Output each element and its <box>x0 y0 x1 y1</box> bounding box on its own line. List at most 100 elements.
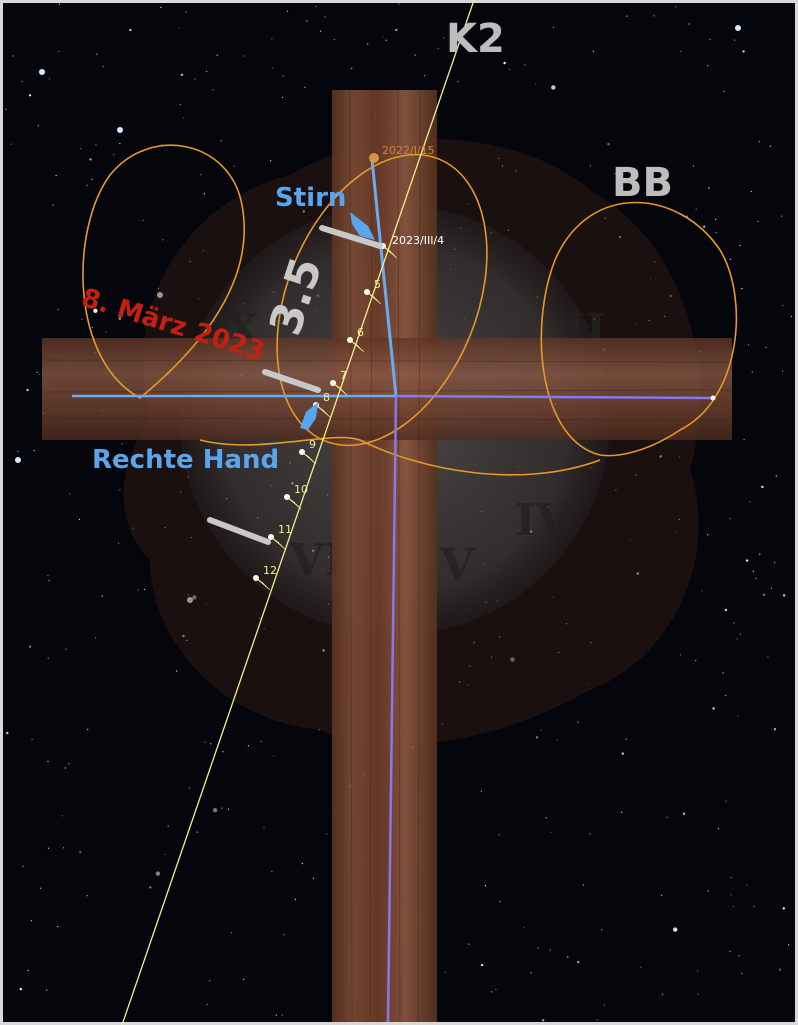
star <box>673 927 677 931</box>
star <box>523 927 524 928</box>
star <box>481 964 483 966</box>
star <box>553 27 554 28</box>
star <box>723 91 724 92</box>
svg-text:V: V <box>439 540 475 591</box>
star <box>31 920 32 921</box>
star <box>722 672 723 673</box>
star <box>696 208 697 209</box>
star <box>640 967 641 968</box>
star <box>741 288 742 289</box>
star <box>79 519 80 520</box>
comet-position-label: 9 <box>309 438 316 451</box>
star <box>80 148 81 149</box>
star <box>749 501 750 502</box>
star <box>186 11 187 12</box>
comet-position-label: 7 <box>340 369 347 382</box>
label-comet: K2 <box>446 16 505 62</box>
star <box>500 901 501 902</box>
star <box>231 932 232 933</box>
star <box>495 989 496 990</box>
star <box>770 146 771 147</box>
star <box>204 193 205 194</box>
star <box>703 226 705 228</box>
star <box>106 332 107 333</box>
star <box>48 848 49 849</box>
star <box>195 78 196 79</box>
star <box>737 638 738 639</box>
star <box>334 39 335 40</box>
star <box>597 1019 598 1020</box>
star <box>621 812 622 813</box>
star <box>776 476 777 477</box>
star <box>306 21 307 22</box>
star <box>601 929 602 930</box>
star <box>708 890 709 891</box>
star <box>551 85 555 89</box>
star <box>168 826 169 827</box>
star <box>13 55 14 56</box>
star <box>733 906 734 907</box>
star <box>31 739 32 740</box>
bright-star <box>15 457 21 463</box>
star <box>791 316 792 317</box>
star <box>270 160 271 161</box>
star <box>748 344 749 345</box>
comet-position-label: 10 <box>294 483 308 496</box>
bright-star <box>117 127 123 133</box>
star <box>138 589 139 590</box>
star <box>738 955 739 956</box>
star <box>40 888 41 889</box>
star <box>680 654 681 655</box>
star <box>774 728 776 730</box>
star <box>143 220 144 221</box>
star <box>680 51 681 52</box>
star <box>29 94 31 96</box>
star <box>758 221 759 222</box>
star <box>5 109 6 110</box>
star <box>531 972 532 973</box>
star <box>48 658 49 659</box>
star <box>737 716 738 717</box>
star <box>96 54 97 55</box>
star <box>695 660 696 661</box>
star <box>118 543 119 544</box>
star <box>189 788 190 789</box>
star <box>89 158 91 160</box>
star <box>730 518 731 519</box>
star <box>217 55 218 56</box>
star <box>87 895 88 896</box>
star <box>590 165 591 166</box>
star <box>156 871 160 875</box>
star <box>213 808 217 812</box>
star <box>200 174 201 175</box>
comet-position-label: 11 <box>278 523 292 536</box>
label-bb: BB <box>612 160 673 206</box>
star <box>21 81 22 82</box>
star <box>95 637 96 638</box>
star <box>210 743 211 744</box>
star <box>102 596 103 597</box>
star <box>212 89 213 90</box>
star <box>763 594 765 596</box>
star <box>779 968 781 970</box>
star <box>11 144 12 145</box>
star <box>698 994 699 995</box>
star <box>320 31 321 32</box>
star <box>661 895 662 896</box>
star <box>731 877 732 878</box>
star <box>180 104 181 105</box>
star <box>304 87 305 88</box>
star <box>165 854 166 855</box>
star <box>22 866 23 867</box>
bright-star <box>39 69 45 75</box>
star <box>782 370 783 371</box>
star <box>708 188 709 189</box>
star <box>740 634 741 635</box>
star <box>37 372 38 373</box>
star <box>271 871 272 872</box>
star <box>783 594 785 596</box>
star <box>119 489 120 490</box>
star <box>755 578 756 579</box>
star <box>386 40 387 41</box>
comet-position-label: 6 <box>357 326 364 339</box>
